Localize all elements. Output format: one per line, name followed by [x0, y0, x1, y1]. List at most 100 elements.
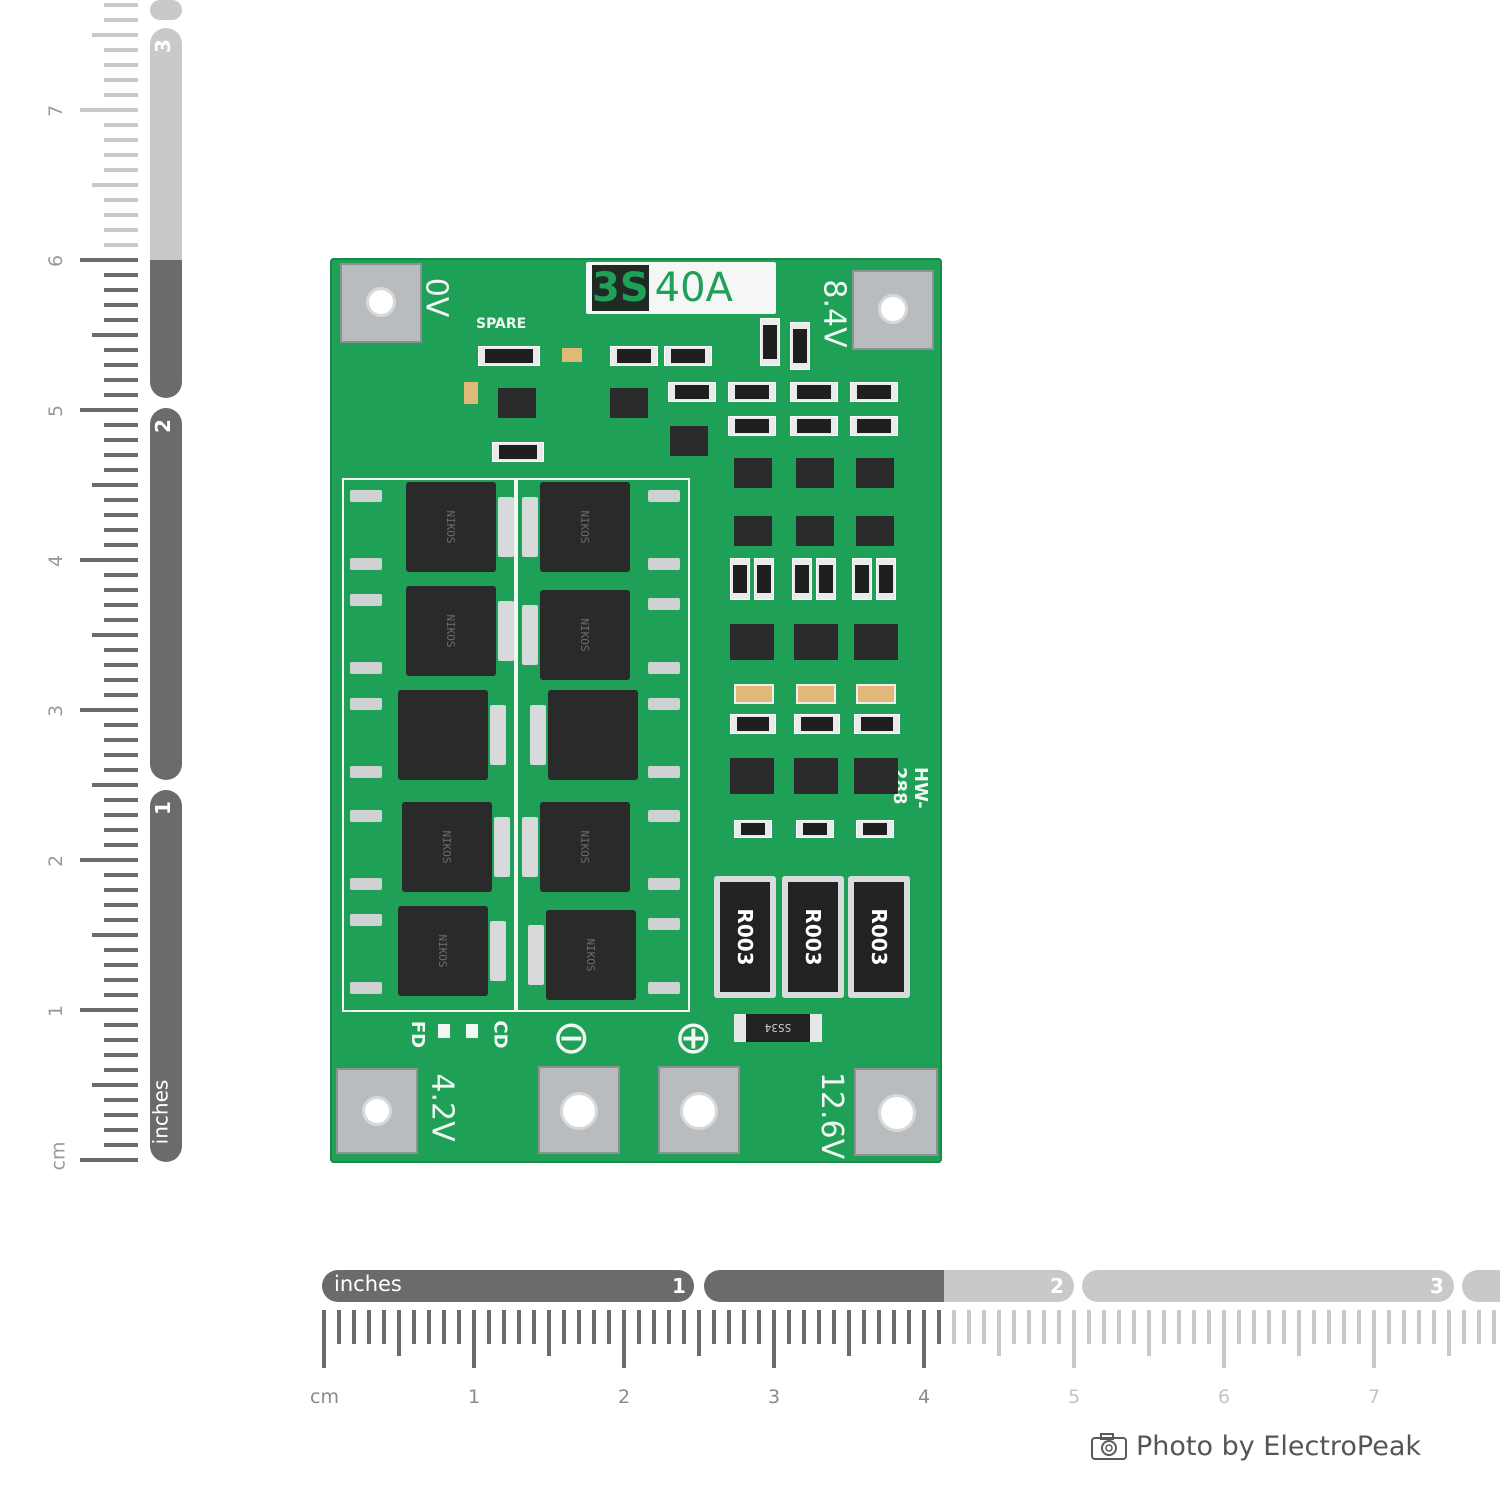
- ruler-tick: [104, 873, 138, 877]
- ruler-tick: [772, 1310, 776, 1368]
- ruler-tick: [104, 978, 138, 982]
- ruler-tick: [104, 918, 138, 922]
- ruler-tick: [92, 33, 138, 37]
- ruler-tick: [104, 828, 138, 832]
- ruler-tick: [997, 1310, 1001, 1356]
- ruler-tick: [547, 1310, 551, 1356]
- board-title-bold: 3S: [592, 265, 649, 311]
- ruler-tick: [104, 1098, 138, 1102]
- ruler-tick: [104, 768, 138, 772]
- label-12-6v: 12.6V: [814, 1071, 850, 1160]
- ruler-tick: [352, 1310, 356, 1344]
- ruler-tick: [562, 1310, 566, 1344]
- ruler-tick: [1282, 1310, 1286, 1344]
- mosfet-frame-left: [342, 478, 516, 1012]
- bottom-inch-label-3: 3: [1430, 1274, 1444, 1298]
- ruler-tick: [1462, 1310, 1466, 1344]
- ruler-tick: [1087, 1310, 1091, 1344]
- pad-8-4v: [852, 270, 934, 350]
- ruler-tick: [1342, 1310, 1346, 1344]
- left-cm-label-7: 7: [45, 104, 68, 118]
- ruler-tick: [742, 1310, 746, 1344]
- ruler-tick: [104, 1143, 138, 1147]
- ruler-tick: [472, 1310, 476, 1368]
- ruler-tick: [412, 1310, 416, 1344]
- left-inch-label-2: 2: [150, 419, 175, 433]
- credit-text: Photo by ElectroPeak: [1136, 1430, 1422, 1462]
- ruler-tick: [104, 453, 138, 457]
- ruler-tick: [104, 243, 138, 247]
- ruler-tick: [1492, 1310, 1496, 1344]
- left-cm-label-3: 3: [45, 704, 68, 718]
- ruler-tick: [1312, 1310, 1316, 1344]
- pad-4-2v: [336, 1068, 418, 1154]
- ruler-tick: [104, 3, 138, 7]
- ruler-tick: [1267, 1310, 1271, 1344]
- ruler-tick: [1117, 1310, 1121, 1344]
- bottom-inch-bar-4: [1462, 1270, 1500, 1302]
- left-ruler: 3 2 1 inches 7 6 5 4 3 2 1 cm: [0, 0, 200, 1180]
- ruler-tick: [622, 1310, 626, 1368]
- ruler-tick: [104, 573, 138, 577]
- ruler-tick: [1207, 1310, 1211, 1344]
- bottom-inch-unit-label: inches: [334, 1272, 402, 1296]
- fd-label: FD: [407, 1020, 429, 1049]
- bottom-cm-label-1: 1: [468, 1386, 481, 1408]
- ruler-tick: [982, 1310, 986, 1344]
- ruler-tick: [104, 1113, 138, 1117]
- ruler-tick: [104, 153, 138, 157]
- board-title-box: 3S 40A: [586, 262, 776, 314]
- ruler-tick: [637, 1310, 641, 1344]
- ruler-tick: [104, 423, 138, 427]
- pad-12-6v: [854, 1068, 938, 1156]
- ruler-tick: [104, 543, 138, 547]
- mosfet-l2: NIKOS: [406, 586, 514, 676]
- mosfet-r1: NIKOS: [522, 482, 630, 572]
- left-inch-unit-label: inches: [148, 1079, 173, 1145]
- label-8-4v: 8.4V: [816, 279, 852, 348]
- mosfet-l4: NIKOS: [402, 802, 510, 892]
- ruler-tick: [92, 633, 138, 637]
- ruler-tick: [104, 438, 138, 442]
- ruler-tick: [104, 993, 138, 997]
- plus-symbol: ⊕: [674, 1010, 713, 1064]
- ruler-tick: [104, 798, 138, 802]
- ruler-tick: [532, 1310, 536, 1344]
- left-cm-unit-label: cm: [47, 1141, 70, 1171]
- left-ruler-ticks: [80, 3, 138, 1162]
- bottom-cm-label-3: 3: [768, 1386, 781, 1408]
- ruler-tick: [80, 408, 138, 412]
- ruler-tick: [337, 1310, 341, 1344]
- bottom-ruler: inches 1 2 3 cm 1 2 3 4 5 6 7: [300, 1260, 1500, 1420]
- ruler-tick: [80, 558, 138, 562]
- mosfet-l5: NIKOS: [398, 906, 506, 996]
- ruler-tick: [817, 1310, 821, 1344]
- ruler-tick: [92, 933, 138, 937]
- ruler-tick: [862, 1310, 866, 1344]
- bottom-inch-label-2: 2: [1050, 1274, 1064, 1298]
- ruler-tick: [104, 168, 138, 172]
- ruler-tick: [952, 1310, 956, 1344]
- ruler-tick: [487, 1310, 491, 1344]
- ruler-tick: [892, 1310, 896, 1344]
- ruler-tick: [92, 183, 138, 187]
- mosfet-r2: NIKOS: [522, 590, 630, 680]
- ruler-tick: [104, 723, 138, 727]
- ruler-tick: [104, 528, 138, 532]
- bottom-cm-unit-label: cm: [310, 1386, 339, 1408]
- left-inch-bar-2: [150, 408, 182, 780]
- ruler-tick: [802, 1310, 806, 1344]
- ruler-tick: [104, 48, 138, 52]
- ruler-tick: [104, 198, 138, 202]
- label-4-2v: 4.2V: [424, 1073, 460, 1142]
- board-title-rest: 40A: [654, 265, 733, 311]
- ruler-tick: [907, 1310, 911, 1344]
- ruler-tick: [397, 1310, 401, 1356]
- diode-ss34: SS34: [734, 1014, 822, 1042]
- ruler-tick: [104, 603, 138, 607]
- left-cm-label-5: 5: [45, 404, 68, 418]
- label-0v: 0V: [418, 277, 454, 318]
- ruler-tick: [104, 678, 138, 682]
- ruler-tick: [104, 843, 138, 847]
- left-cm-label-4: 4: [45, 554, 68, 568]
